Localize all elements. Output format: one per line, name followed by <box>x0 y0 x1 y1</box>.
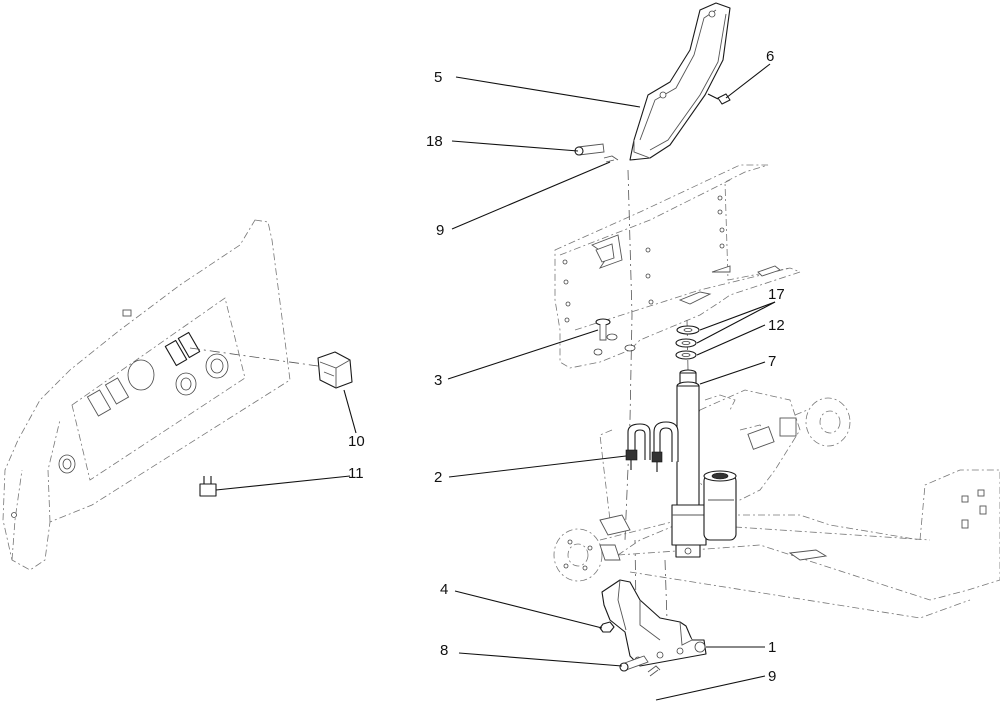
u-bolt <box>625 421 679 472</box>
leader-10 <box>343 389 357 434</box>
callout-10: 10 <box>348 433 365 450</box>
clevis-pin-bottom <box>619 655 649 672</box>
rocker-switch <box>317 351 353 389</box>
washers <box>675 325 700 360</box>
callout-6: 6 <box>766 48 774 65</box>
callout-12: 12 <box>768 317 785 334</box>
leader-17b <box>696 301 776 344</box>
leader-lines <box>215 63 776 701</box>
leader-3 <box>447 329 599 380</box>
wire-connector <box>199 476 217 497</box>
leader-7 <box>699 361 766 385</box>
callout-18: 18 <box>426 133 443 150</box>
callout-labels: 5 6 18 9 17 12 3 7 10 11 2 4 1 8 9 <box>348 48 785 685</box>
control-panel-housing <box>2 219 319 571</box>
leader-11 <box>215 475 351 491</box>
clevis-pin-top <box>574 143 605 156</box>
seat-bracket <box>629 2 731 161</box>
callout-5: 5 <box>434 69 442 86</box>
leader-17a <box>699 301 776 331</box>
carriage-bolt <box>595 318 611 341</box>
leader-2 <box>448 455 627 478</box>
leader-8 <box>458 652 623 667</box>
callout-4: 4 <box>440 581 448 598</box>
cotter-pin-top <box>603 155 619 163</box>
callout-9-top: 9 <box>436 222 444 239</box>
callout-2: 2 <box>434 469 442 486</box>
lift-actuator <box>671 369 737 558</box>
lower-bracket <box>601 579 707 667</box>
hex-nut <box>599 621 615 633</box>
leader-12 <box>696 324 766 356</box>
cotter-pin-bottom <box>647 665 661 677</box>
callout-8: 8 <box>440 642 448 659</box>
bolt <box>707 93 731 105</box>
callout-9-bottom: 9 <box>768 668 776 685</box>
leader-6 <box>725 63 771 99</box>
leader-5 <box>455 76 641 108</box>
callout-1: 1 <box>768 639 776 656</box>
leader-18 <box>451 140 579 152</box>
callout-7: 7 <box>768 353 776 370</box>
seat-mount-plate <box>554 164 802 369</box>
leader-9-bottom <box>655 675 766 701</box>
leader-9-top <box>451 161 611 230</box>
leader-4 <box>454 590 603 629</box>
callout-11: 11 <box>348 465 364 482</box>
callout-17: 17 <box>768 286 785 303</box>
callout-3: 3 <box>434 372 442 389</box>
